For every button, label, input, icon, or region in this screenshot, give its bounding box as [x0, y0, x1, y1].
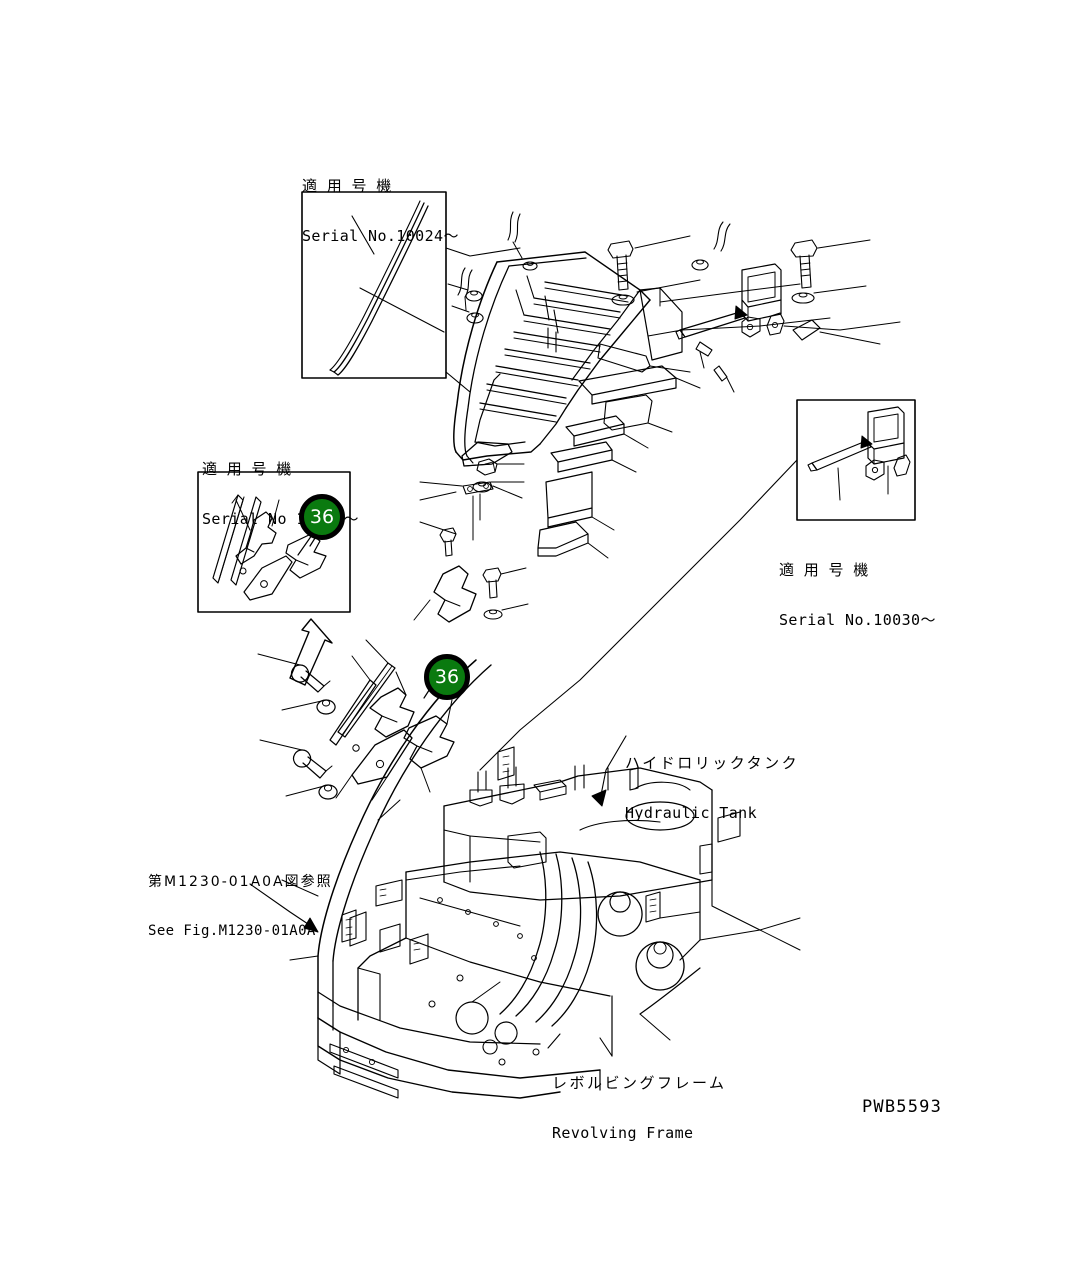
callout-36-inset[interactable]: 36 — [299, 494, 345, 540]
callout-36-main[interactable]: 36 — [424, 654, 470, 700]
label-revolving-frame-en: Revolving Frame — [552, 1124, 694, 1143]
label-inset-left-jp: 適 用 号 機 — [202, 459, 294, 478]
label-see-figure-en: See Fig.M1230-01A0A — [148, 923, 316, 940]
label-inset-right: 適 用 号 機 Serial No.10030〜 — [779, 527, 936, 663]
label-hydraulic-tank-en: Hydraulic Tank — [625, 804, 758, 823]
label-hydraulic-tank-jp: ハイドロリックタンク — [625, 753, 800, 772]
figure-code: PWB5593 — [862, 1097, 943, 1117]
label-inset-top-jp: 適 用 号 機 — [302, 176, 394, 195]
label-inset-right-en: Serial No.10030〜 — [779, 611, 936, 630]
label-inset-top-en: Serial No.10024〜 — [302, 227, 459, 246]
label-inset-left: 適 用 号 機 Serial No 10295〜 — [202, 426, 359, 562]
label-see-figure-jp: 第M1230-01A0A図参照 — [148, 873, 333, 890]
inset-box-left — [197, 471, 351, 613]
label-revolving-frame-jp: レボルビングフレーム — [552, 1073, 727, 1092]
label-see-figure: 第M1230-01A0A図参照 See Fig.M1230-01A0A — [148, 840, 333, 974]
label-revolving-frame: レボルビングフレーム Revolving Frame — [552, 1040, 727, 1176]
label-hydraulic-tank: ハイドロリックタンク Hydraulic Tank — [625, 720, 799, 856]
label-inset-top: 適 用 号 機 Serial No.10024〜 — [302, 143, 459, 279]
inset-box-top — [301, 191, 447, 379]
label-inset-right-jp: 適 用 号 機 — [779, 560, 871, 579]
